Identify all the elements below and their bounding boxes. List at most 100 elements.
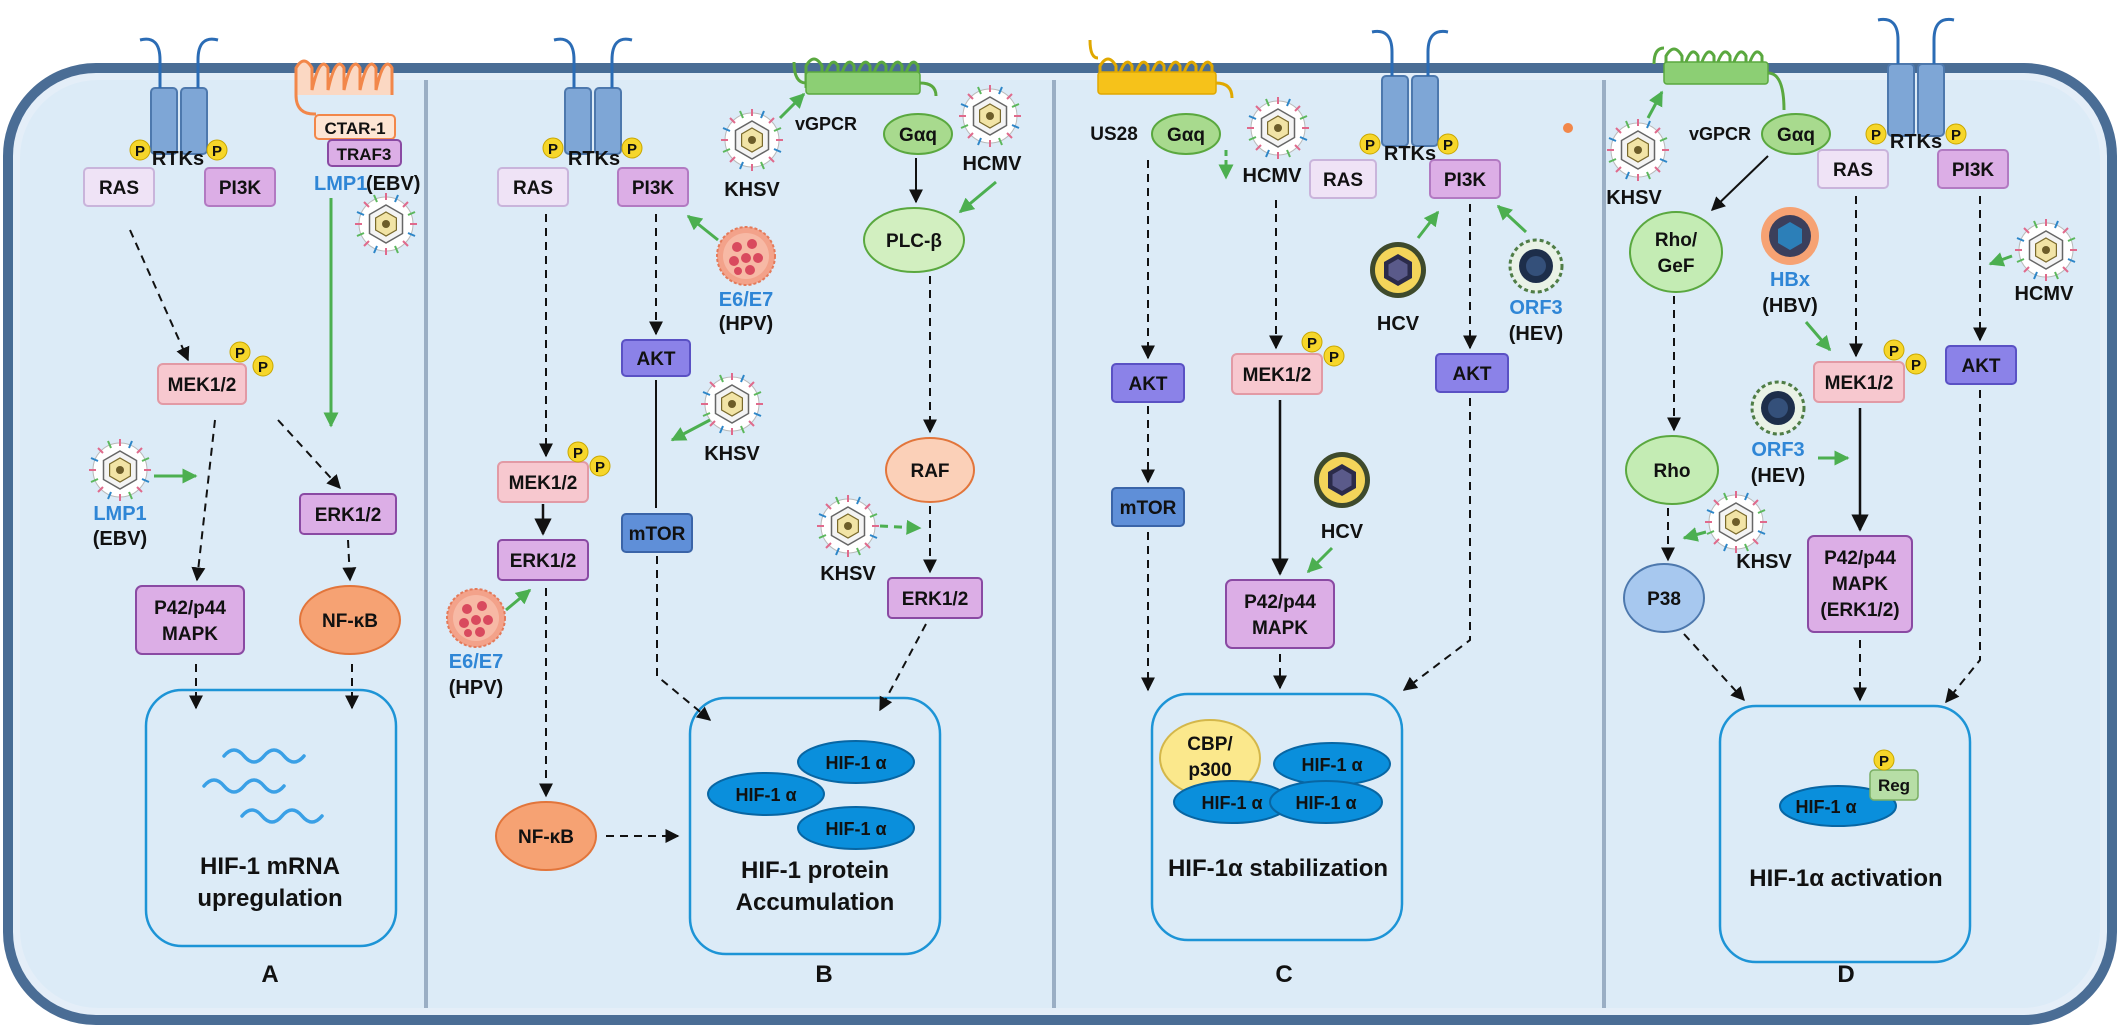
e6e7-label-low: E6/E7 (449, 651, 503, 673)
erk-node-b-left (497, 539, 589, 581)
pi3k-node-a (204, 167, 276, 207)
rho-node (1625, 435, 1719, 505)
outcome-a-2: upregulation (197, 885, 342, 912)
hif-label-b-2: HIF-1 α (735, 785, 796, 805)
hif-label-c-2: HIF-1 α (1201, 793, 1262, 813)
hcv-virus-icon-mid (1314, 452, 1370, 508)
ebv-label: (EBV) (93, 528, 147, 550)
ras-label-a: RAS (99, 178, 139, 199)
plc-node (863, 207, 965, 273)
cbp-label-1: CBP/ (1187, 734, 1233, 755)
lmp1-membrane-protein (294, 59, 394, 116)
hif-ellipse-d (1779, 785, 1897, 827)
khsv-label-top-b: KHSV (724, 179, 780, 201)
akt-label-b: AKT (636, 349, 675, 370)
rtks-label-a: RTKs (152, 148, 204, 170)
hbx-label: HBx (1770, 269, 1810, 291)
ctar1-label: CTAR-1 (324, 119, 385, 138)
p38-label: P38 (1647, 589, 1681, 610)
ras-to-mek-arrow-a (129, 229, 190, 362)
gaq-node-c (1151, 113, 1221, 155)
erk-to-nfkb-arrow-a (342, 539, 357, 582)
rtks-label-c: RTKs (1384, 143, 1436, 165)
akt-node-b (621, 339, 691, 377)
mapk-label-a-1: P42/p44 (154, 598, 226, 619)
gaq-to-rhogef-arrow (1710, 155, 1769, 211)
mapk-label-a-2: MAPK (162, 624, 218, 645)
hcmv-virus-icon-b (958, 84, 1022, 148)
hcv-to-pi3k-arrow (1416, 210, 1440, 239)
raf-label: RAF (910, 461, 949, 482)
khsv-label-low-d: KHSV (1736, 551, 1792, 573)
outcome-b-1: HIF-1 protein (741, 857, 889, 884)
panel-c: US28 Gαq HCMV RTKs RAS PI3K HCV ORF3 (HE… (1088, 29, 1573, 988)
mek-label-d: MEK1/2 (1825, 373, 1894, 394)
mek-node-c (1231, 353, 1323, 395)
akt-to-nucleus-arrow-d (1945, 390, 1981, 704)
mapk-label-d-3: (ERK1/2) (1820, 600, 1899, 621)
pi3k-label-d: PI3K (1952, 160, 1995, 181)
hif-ellipse-c-3 (1269, 780, 1383, 824)
pi3k-label-b: PI3K (632, 178, 675, 199)
mapk-label-d-1: P42/p44 (1824, 548, 1896, 569)
nucleus-d (1718, 704, 1972, 964)
akt-to-nucleus-arrow-c (1402, 398, 1471, 691)
panel-letter-c: C (1275, 961, 1292, 988)
hcmv-to-plc-arrow (958, 180, 997, 214)
khsv-to-p38-arrow (1682, 527, 1707, 542)
e6e7-label-top: E6/E7 (719, 289, 773, 311)
cbp-label-2: p300 (1188, 760, 1231, 781)
hpv-label-low: (HPV) (449, 677, 503, 699)
nfkb-label-b: NF-κB (518, 827, 574, 848)
mapk-node-d (1807, 535, 1913, 633)
ebv-virus-icon-left (88, 438, 152, 502)
rtk-receptor-d (1865, 17, 1967, 145)
ras-node-a (83, 167, 155, 207)
panel-d: KHSV vGPCR Gαq RTKs RAS PI3K Rho/ GeF HB… (1606, 17, 2078, 988)
pi3k-label-a: PI3K (219, 178, 262, 199)
vgpcr-receptor-b (792, 57, 938, 97)
khsv-label-low-b: KHSV (820, 563, 876, 585)
rho-gef-label-2: GeF (1658, 256, 1695, 277)
hpv-to-pi3k-arrow (686, 214, 719, 242)
mek-node-a (157, 363, 247, 405)
hcmv-label-d: HCMV (2015, 283, 2075, 305)
mtor-node-b (621, 513, 693, 553)
reg-label: Reg (1878, 776, 1910, 795)
outcome-c: HIF-1α stabilization (1168, 855, 1388, 882)
erk-label-a: ERK1/2 (315, 505, 382, 526)
panel-letter-d: D (1837, 961, 1854, 988)
khsv-to-vgpcr-arrow-d (1646, 90, 1664, 119)
ras-label-c: RAS (1323, 170, 1363, 191)
rho-label: Rho (1654, 461, 1691, 482)
mtor-label-b: mTOR (629, 524, 686, 545)
mek-label-c: MEK1/2 (1243, 365, 1312, 386)
hev-label-d: (HEV) (1751, 465, 1805, 487)
nfkb-label-a: NF-κB (322, 611, 378, 632)
nfkb-node-b (495, 801, 597, 871)
hcmv-label-b: HCMV (963, 153, 1023, 175)
mtor-label-c: mTOR (1120, 498, 1177, 519)
mapk-node-c (1225, 579, 1335, 649)
khsv-label-top-d: KHSV (1606, 187, 1662, 209)
ras-node-c (1309, 159, 1377, 199)
erk-label-b-right: ERK1/2 (902, 589, 969, 610)
hpv-label-top: (HPV) (719, 313, 773, 335)
hcmv-virus-icon-d (2014, 218, 2078, 282)
hcv-label-top: HCV (1377, 313, 1420, 335)
hpv-virus-icon-low (446, 588, 506, 648)
akt-node-d (1945, 345, 2017, 385)
gaq-label-c: Gαq (1167, 125, 1205, 146)
khsv-virus-icon-low-b (816, 494, 880, 558)
reg-node (1869, 769, 1919, 801)
hpv-virus-icon-top (716, 226, 776, 286)
rho-gef-node (1629, 211, 1723, 293)
mek-label-a: MEK1/2 (168, 375, 237, 396)
traf3-node (327, 139, 402, 167)
rtk-receptor-a (129, 37, 228, 161)
vgpcr-receptor-d (1652, 46, 1786, 111)
rtks-label-d: RTKs (1890, 131, 1942, 153)
us28-label: US28 (1090, 124, 1138, 145)
hcmv-to-akt-arrow-d (1988, 252, 2013, 267)
akt-label-c-right: AKT (1452, 364, 1491, 385)
